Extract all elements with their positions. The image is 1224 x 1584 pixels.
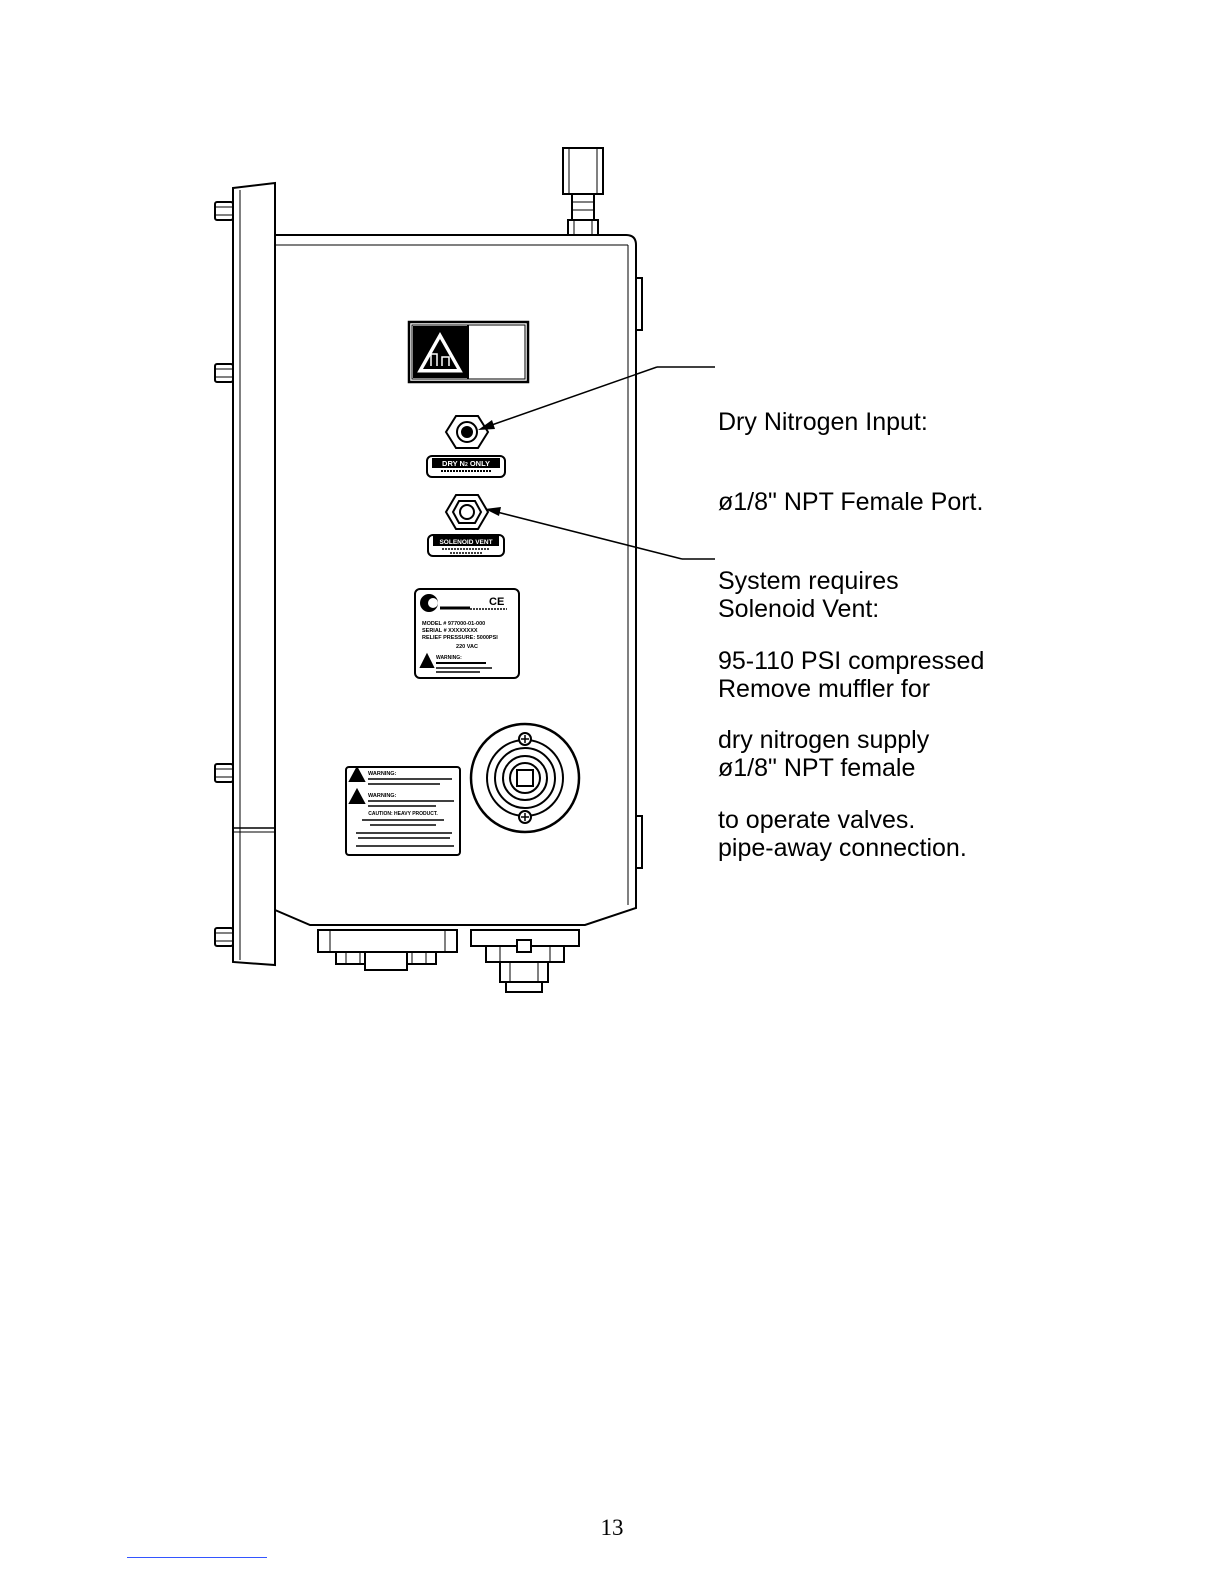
nameplate-ce: CE bbox=[489, 596, 504, 608]
bottom-fitting-right bbox=[470, 929, 580, 993]
callout-line: System requires bbox=[718, 567, 899, 595]
callout-line: dry nitrogen supply bbox=[718, 726, 930, 754]
nameplate-warning: WARNING: bbox=[436, 655, 462, 661]
solenoid-vent-port bbox=[444, 494, 490, 530]
callout-line: pipe-away connection. bbox=[718, 833, 967, 862]
hinge-stud bbox=[214, 201, 234, 221]
callout-line: ø1/8" NPT Female Port. bbox=[718, 487, 984, 516]
callout-line: Solenoid Vent: bbox=[718, 595, 880, 623]
caution-text: CAUTION: HEAVY PRODUCT. bbox=[368, 811, 438, 817]
callout-line: Remove muffler for bbox=[718, 674, 931, 703]
nameplate-model: MODEL # 977000-01-000 bbox=[422, 621, 485, 627]
hinge-stud bbox=[214, 763, 234, 783]
nameplate-serial: SERIAL # XXXXXXXX bbox=[422, 628, 478, 634]
top-fitting bbox=[562, 147, 604, 236]
callout-line: ø1/8" NPT female bbox=[718, 754, 916, 782]
nameplate bbox=[414, 588, 520, 679]
warning-text-2: WARNING: bbox=[368, 793, 397, 799]
leader-line-vent bbox=[485, 507, 715, 560]
nitrogen-input-port bbox=[444, 415, 490, 449]
solenoid-vent-tag bbox=[427, 534, 505, 557]
page-number: 13 bbox=[600, 1515, 624, 1540]
dry-n2-tag bbox=[426, 455, 506, 478]
footnote-divider bbox=[127, 1557, 267, 1558]
hinge-stud bbox=[214, 363, 234, 383]
warning-label bbox=[345, 765, 461, 856]
leader-line-nitrogen bbox=[478, 366, 715, 430]
callout-line: 95-110 PSI compressed bbox=[718, 646, 985, 675]
nameplate-relief: RELIEF PRESSURE: 5000PSI bbox=[422, 635, 498, 641]
warning-text-1: WARNING: bbox=[368, 771, 397, 777]
round-connector bbox=[469, 722, 581, 834]
hazard-label bbox=[407, 320, 530, 384]
dry-n2-label: DRY N2 ONLY bbox=[442, 459, 490, 468]
callout-line: Dry Nitrogen Input: bbox=[718, 408, 928, 436]
solenoid-vent-label: SOLENOID VENT bbox=[439, 539, 492, 546]
side-bracket bbox=[635, 815, 643, 869]
door-flange bbox=[232, 181, 276, 967]
nitrogen-input-callout: Dry Nitrogen Input: ø1/8" NPT Female Por… bbox=[718, 356, 984, 860]
hinge-stud bbox=[214, 927, 234, 947]
side-bracket bbox=[635, 277, 643, 331]
nameplate-voltage: 220 VAC bbox=[456, 644, 478, 650]
solenoid-vent-callout: Solenoid Vent: Remove muffler for ø1/8" … bbox=[718, 543, 967, 888]
bottom-fitting-left bbox=[317, 929, 458, 971]
callout-line: to operate valves. bbox=[718, 805, 916, 834]
